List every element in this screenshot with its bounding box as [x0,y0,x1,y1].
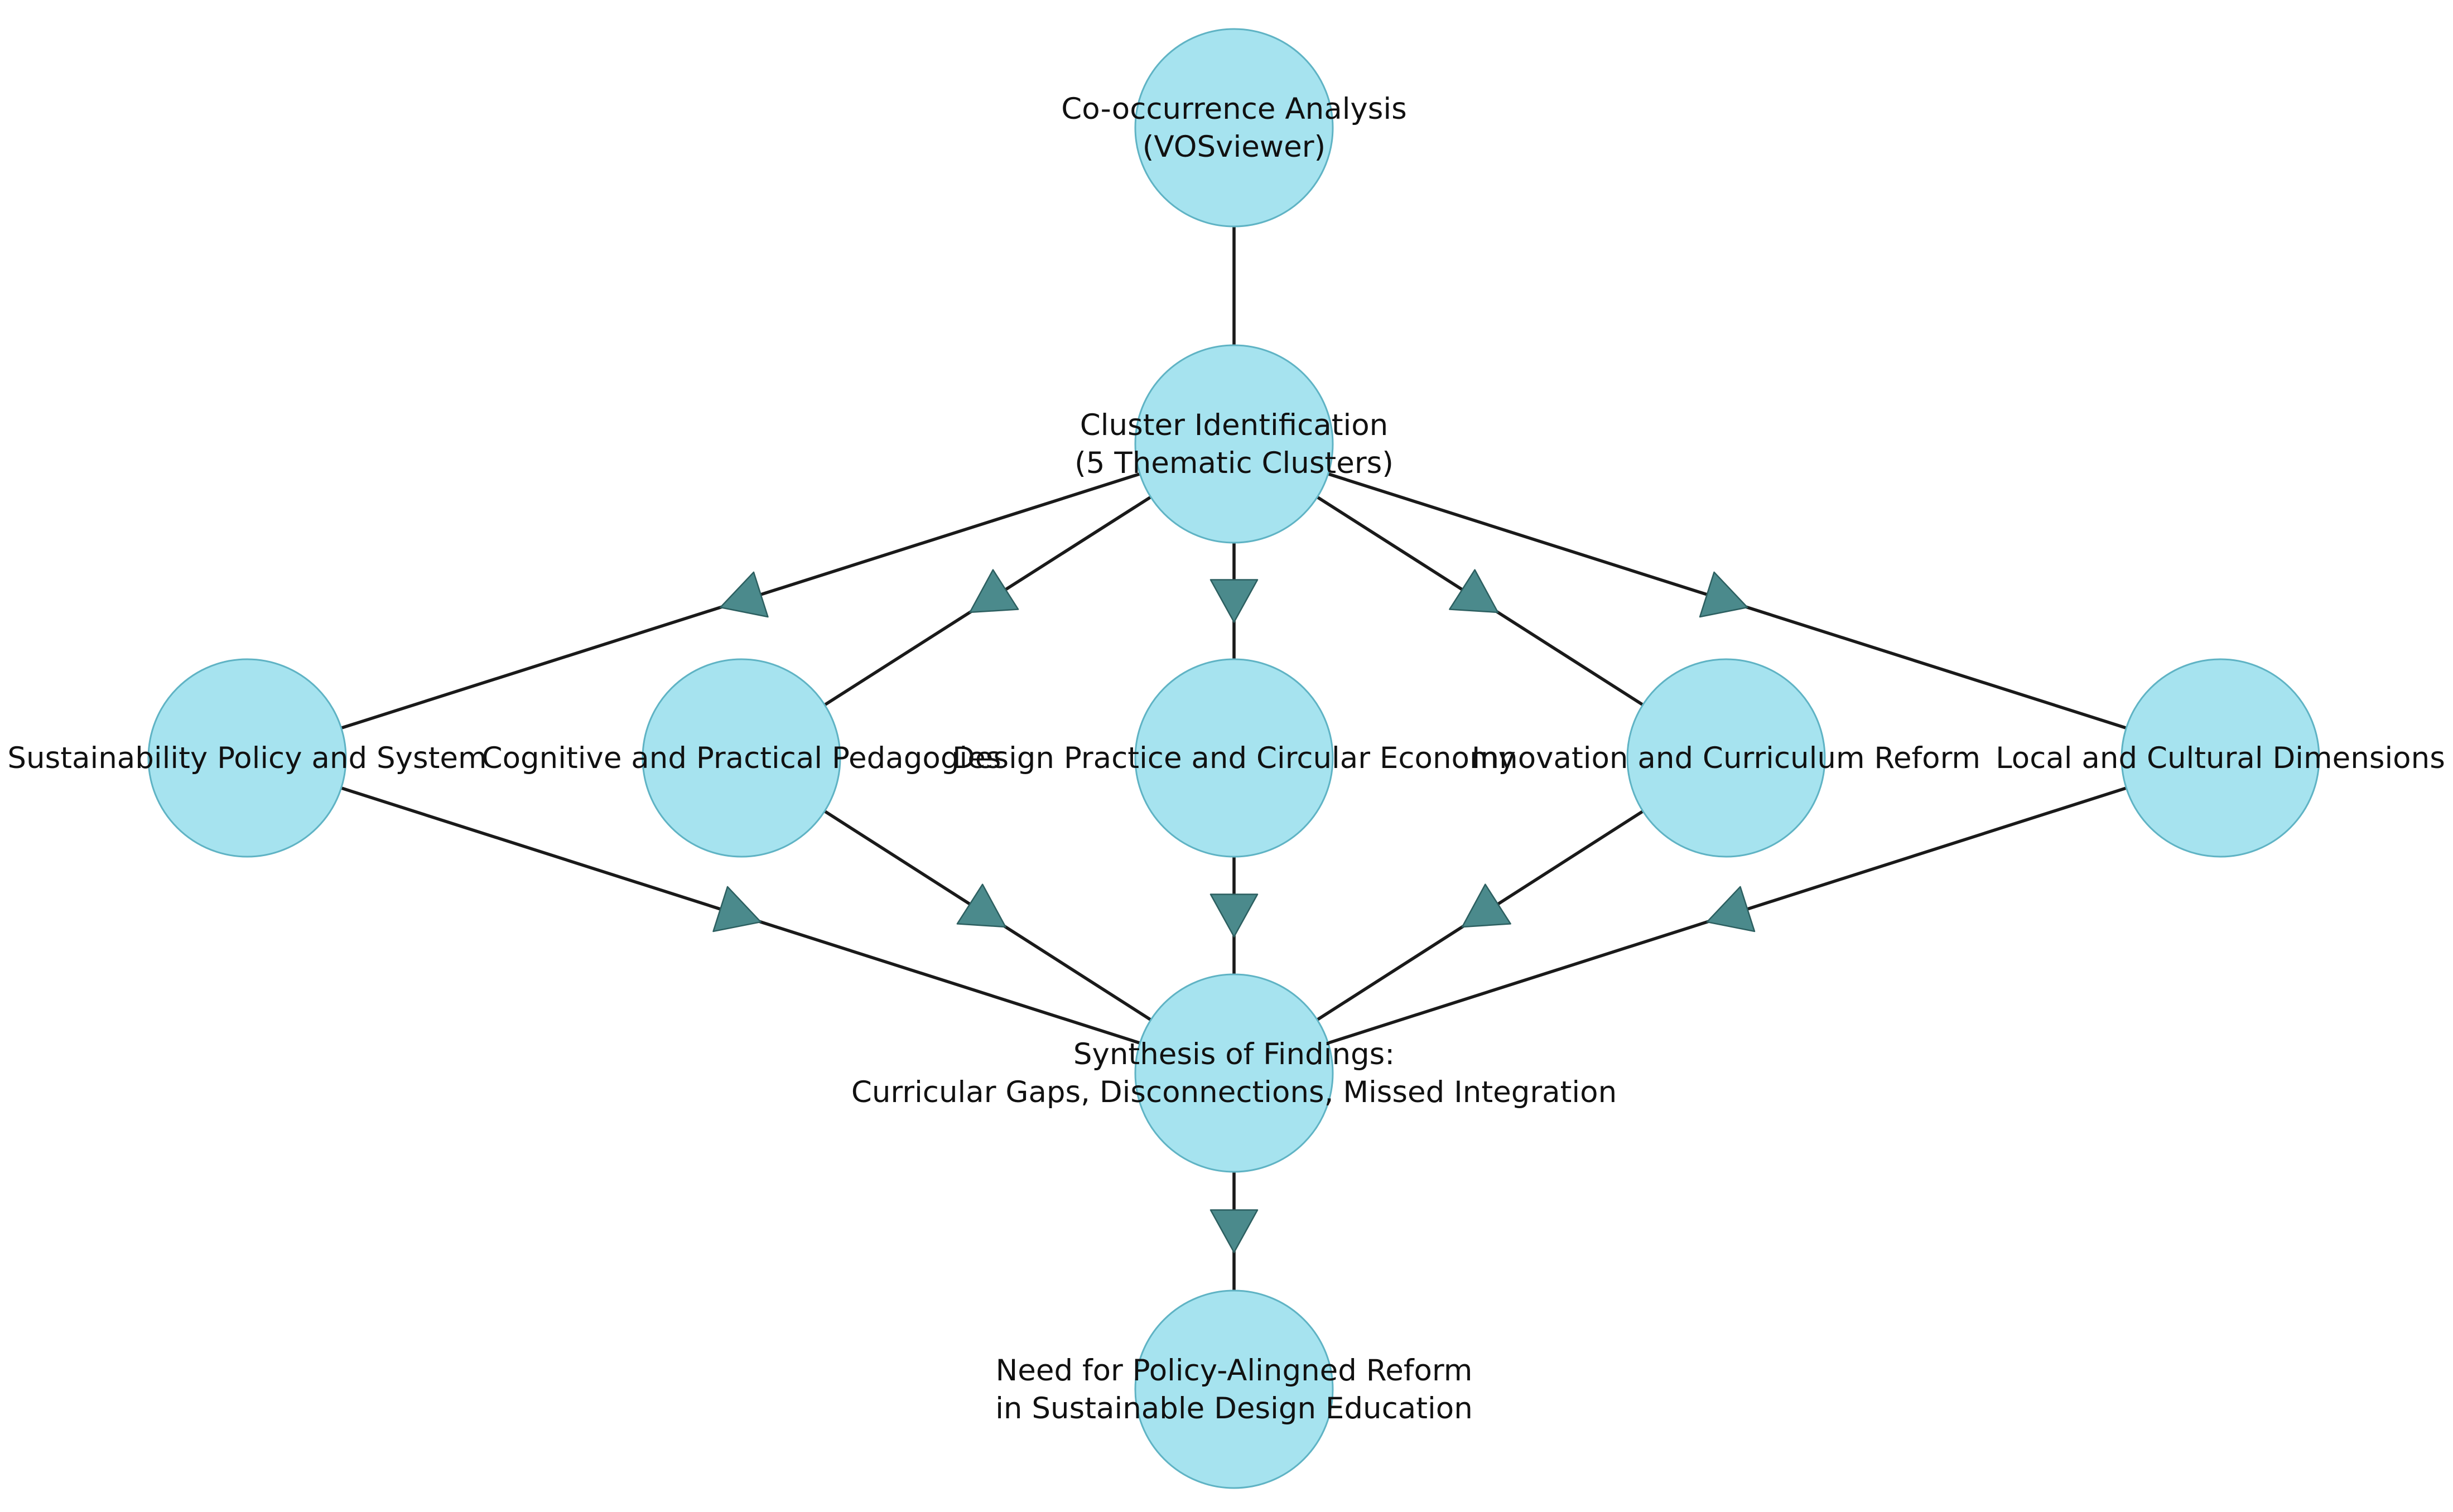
edge-local-to-synthesis [1327,786,2127,1045]
arrowhead-icon [956,883,1006,928]
node-cooccurrence: Co-occurrence Analysis (VOSviewer) [1061,28,1407,228]
node-label: Design Practice and Circular Economy [952,741,1516,775]
node-synthesis: Synthesis of Findings: Curricular Gaps, D… [851,973,1617,1173]
node-local: Local and Cultural Dimensions [1996,658,2445,858]
arrowhead-icon [720,571,769,618]
node-label: (VOSviewer) [1143,130,1326,164]
edge-design-to-synthesis [1209,857,1259,974]
edges-layer [340,226,2127,1291]
node-label: Cognitive and Practical Pedagogies [482,741,1001,775]
node-circle [1134,973,1334,1173]
nodes-layer: Co-occurrence Analysis (VOSviewer) Cluster… [7,28,2445,1489]
arrowhead-icon [969,569,1019,614]
node-circle [147,658,347,858]
arrowhead-icon [1209,579,1259,623]
node-label: Synthesis of Findings: [1073,1037,1395,1071]
arrowhead-icon [1209,1209,1259,1253]
edge-cluster-to-local [1327,472,2127,730]
arrowhead-icon [1449,569,1499,614]
edge-policy-to-synthesis [340,786,1141,1045]
edge-pedagogies-to-synthesis [823,810,1152,1021]
edge-cluster-to-pedagogies [823,495,1152,707]
node-design: Design Practice and Circular Economy [952,658,1516,858]
edge-cluster-to-innovation [1316,495,1644,707]
node-label: Need for Policy-Alingned Reform [996,1354,1473,1388]
edge-cluster-to-policy [340,472,1141,730]
edge-cluster-to-design [1209,543,1259,659]
node-cluster: Cluster Identification (5 Thematic Cluste… [1074,344,1394,544]
node-label: Co-occurrence Analysis [1061,92,1406,126]
node-circle [642,658,841,858]
node-label: Sustainability Policy and System [7,741,486,775]
arrowhead-icon [1209,893,1259,938]
node-label: (5 Thematic Clusters) [1074,446,1394,480]
node-circle [1626,658,1826,858]
node-circle [1134,344,1334,544]
edge-innovation-to-synthesis [1316,810,1644,1021]
arrowhead-icon [1706,886,1756,933]
node-label: Local and Cultural Dimensions [1996,741,2445,775]
arrowhead-icon [712,886,762,933]
node-label: Curricular Gaps, Disconnections, Missed … [851,1075,1617,1109]
node-circle [1134,1289,1334,1489]
node-innovation: Innovation and Curriculum Reform [1472,658,1980,858]
node-pedagogies: Cognitive and Practical Pedagogies [482,658,1001,858]
node-need: Need for Policy-Alingned Reform in Sustai… [995,1289,1473,1489]
node-circle [1134,658,1334,858]
node-policy: Sustainability Policy and System [7,658,487,858]
node-label: Innovation and Curriculum Reform [1472,741,1980,775]
node-label: Cluster Identification [1080,408,1388,442]
node-circle [1134,28,1334,228]
arrowhead-icon [1699,571,1748,618]
edge-synthesis-to-need [1209,1172,1259,1291]
node-circle [2121,658,2320,858]
node-label: in Sustainable Design Education [995,1392,1473,1426]
arrowhead-icon [1461,883,1511,928]
